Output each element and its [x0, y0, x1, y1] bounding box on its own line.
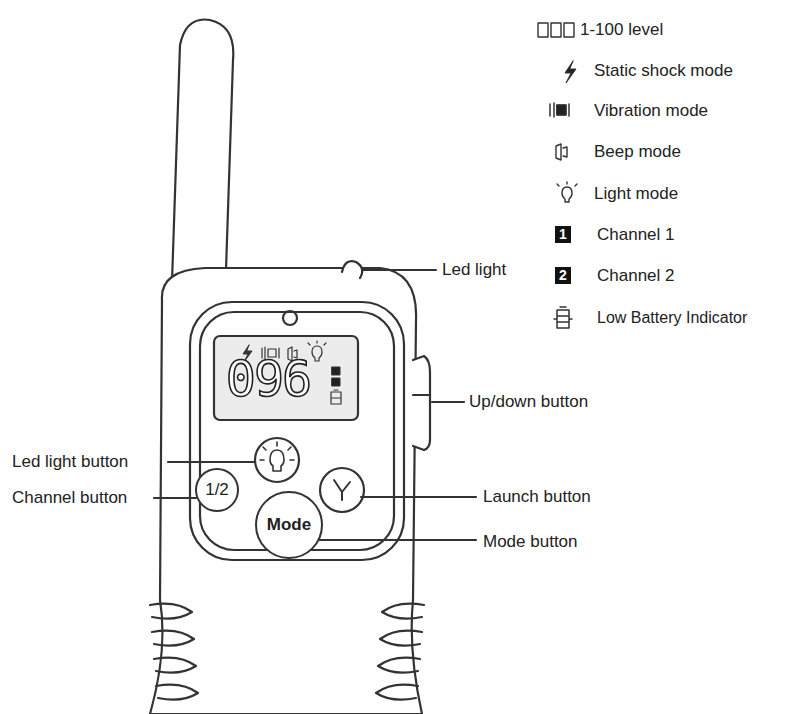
legend-text: Channel 2 [597, 267, 675, 286]
remote-button: Mode [255, 491, 323, 559]
remote-button: 1/2 [195, 468, 239, 512]
button-text: Mode [267, 515, 311, 535]
legend-text: Static shock mode [594, 62, 733, 81]
channel-icon-number: 1 [559, 227, 567, 242]
legend-text: 1-100 level [580, 21, 663, 40]
part-label: Led light button [12, 453, 128, 472]
part-label: Up/down button [469, 393, 588, 412]
legend-text: Vibration mode [594, 102, 708, 121]
lcd-display: 096 [218, 347, 318, 411]
button-text: 1/2 [205, 480, 229, 500]
legend-text: Beep mode [594, 143, 681, 162]
part-label: Mode button [483, 533, 578, 552]
channel-icon-number: 2 [559, 268, 567, 283]
legend-text: Light mode [594, 185, 678, 204]
lcd-digits: 096 [226, 350, 310, 408]
legend-text: Low Battery Indicator [597, 309, 747, 327]
part-label: Led light [442, 261, 506, 280]
legend-text: Channel 1 [597, 226, 675, 245]
part-label: Channel button [12, 489, 127, 508]
part-label: Launch button [483, 488, 591, 507]
